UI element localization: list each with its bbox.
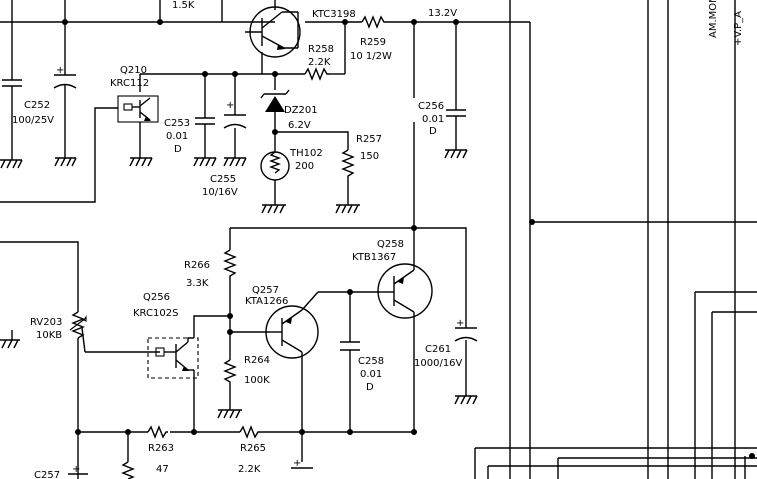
label-q256: Q256 [143,292,170,303]
capacitors: + + + + + [2,65,478,475]
transistor-q257 [265,291,319,359]
label-th102-value: 200 [295,161,314,172]
label-r265: R265 [240,443,266,454]
svg-text:+: + [72,464,80,475]
label-krc102s: KRC102S [133,308,178,319]
label-ktc3198: KTC3198 [312,9,356,20]
resistor-r257 [341,149,355,180]
resistor-r263 [147,425,168,439]
resistor-r266 [223,249,237,278]
variable-resistor-rv203 [71,311,85,339]
label-c257: C257 [34,470,60,479]
label-rv203-value: 10KB [36,330,62,341]
label-c256: C256 [418,101,444,112]
resistor-r258 [304,67,330,81]
label-c261: C261 [425,344,451,355]
label-c253: C253 [164,118,190,129]
label-c258: C258 [358,356,384,367]
resistor-bottom [121,461,135,479]
label-r264-value: 100K [244,375,270,386]
label-c258-d: D [366,382,374,393]
transistor-q258 [377,262,433,319]
label-c255-value: 10/16V [202,187,238,198]
svg-text:+: + [226,100,234,111]
resistors [69,15,388,479]
label-q210: Q210 [120,65,147,76]
label-r-top: 1.5K [172,0,195,11]
transistor-q210 [117,95,159,123]
label-r258-value: 2.2K [308,57,331,68]
label-c253-value: 0.01 [166,131,188,142]
text-labels: 1.5K KTC3198 13.2V R258 2.2K R259 10 1/2… [12,0,744,479]
label-q257: Q257 [252,285,279,296]
label-krc112: KRC112 [110,78,149,89]
label-kta1266: KTA1266 [245,296,288,307]
label-r265-value: 2.2K [238,464,261,475]
zener-dz201 [260,89,290,112]
resistor-r259 [361,15,388,29]
transistor-q256 [147,337,199,379]
label-th102: TH102 [289,148,323,159]
label-q258: Q258 [377,239,404,250]
label-r263: R263 [148,443,174,454]
label-r257-value: 150 [360,151,379,162]
label-am-mon: AM.MON [708,0,719,38]
label-r263-value: 47 [156,464,169,475]
transistors [117,6,433,379]
label-c253-d: D [174,144,182,155]
label-c252: C252 [24,100,50,111]
svg-text:+: + [456,318,464,329]
label-rv203: RV203 [30,317,62,328]
thermistor-th102 [260,151,290,181]
label-c256-d: D [429,126,437,137]
label-r266: R266 [184,260,210,271]
label-r257: R257 [356,134,382,145]
junction-dots [62,19,755,459]
label-c256-value: 0.01 [422,114,444,125]
label-r264: R264 [244,355,270,366]
svg-text:+: + [56,65,64,76]
transistor-ktc3198 [245,6,301,58]
label-c252-value: 100/25V [12,115,54,126]
label-c261-value: 1000/16V [414,358,463,369]
label-ktb1367: KTB1367 [352,252,396,263]
label-dz201-value: 6.2V [288,120,311,131]
resistor-r265 [239,425,262,439]
label-r258: R258 [308,44,334,55]
label-vp-a: +V.P_A [733,11,744,46]
label-r259-value: 10 1/2W [350,51,392,62]
label-c258-value: 0.01 [360,369,382,380]
label-dz201: DZ201 [284,105,318,116]
svg-text:+: + [293,458,301,469]
label-c255: C255 [210,174,236,185]
ground-symbols [0,149,478,419]
label-r259: R259 [360,37,386,48]
label-r266-value: 3.3K [186,278,209,289]
label-13-2v: 13.2V [428,8,457,19]
resistor-r264 [223,359,237,385]
